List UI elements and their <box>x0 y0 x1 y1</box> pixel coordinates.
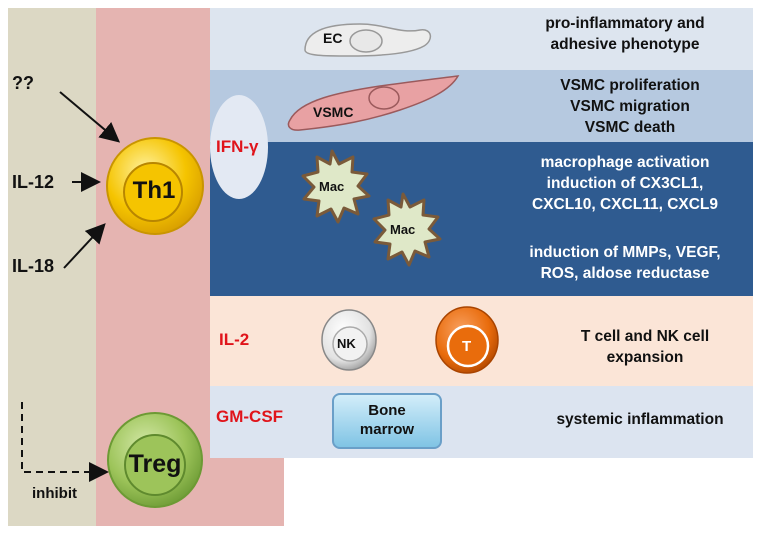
mac-label-2: Mac <box>390 222 416 237</box>
band-ec <box>210 8 753 70</box>
il2-effect-text: T cell and NK cell expansion <box>580 328 710 366</box>
macrophage-effect-text: macrophage activation induction of CX3CL… <box>531 154 719 213</box>
ec-cell <box>304 23 432 57</box>
t-label: T <box>462 338 472 355</box>
mac-label-1: Mac <box>319 179 345 194</box>
macrophage-mediators-text: induction of MMPs, VEGF, ROS, aldose red… <box>529 244 721 282</box>
th1-cell <box>106 137 204 235</box>
band-macrophage <box>210 142 753 296</box>
vsmc-effect-text: VSMC proliferation VSMC migration VSMC d… <box>560 77 700 136</box>
bone-marrow-label: Bone marrow <box>359 402 415 438</box>
nk-cell <box>321 309 377 371</box>
il12-label: IL-12 <box>12 172 55 192</box>
gmcsf-label: GM-CSF <box>216 407 284 426</box>
ifn-gamma-bubble <box>210 95 268 199</box>
gmcsf-effect-text: systemic inflammation <box>556 411 724 428</box>
band-gmcsf <box>210 386 753 458</box>
ec-label: EC <box>323 30 343 46</box>
arrow-il18-to-th1 <box>63 223 106 269</box>
macrophage-star-1 <box>301 149 371 224</box>
macrophage-star-2 <box>372 192 442 267</box>
th1-label: Th1 <box>132 177 176 204</box>
inhibit-dashed-arrow <box>21 402 109 482</box>
vsmc-label: VSMC <box>313 104 354 120</box>
nk-label: NK <box>337 336 356 351</box>
t-cell <box>435 306 499 374</box>
ec-effect-text: pro-inflammatory and adhesive phenotype <box>545 15 705 53</box>
bone-marrow-box <box>332 393 442 449</box>
vsmc-cell <box>287 75 460 131</box>
treg-cell <box>107 412 203 508</box>
ifn-gamma-label: IFN-γ <box>216 137 259 156</box>
treg-label: Treg <box>128 450 182 478</box>
arrow-unknown-to-th1 <box>59 91 121 143</box>
unknown-inducer-label: ?? <box>12 73 34 93</box>
il18-label: IL-18 <box>12 256 55 276</box>
il2-label: IL-2 <box>219 330 250 349</box>
inhibit-label: inhibit <box>32 485 77 502</box>
